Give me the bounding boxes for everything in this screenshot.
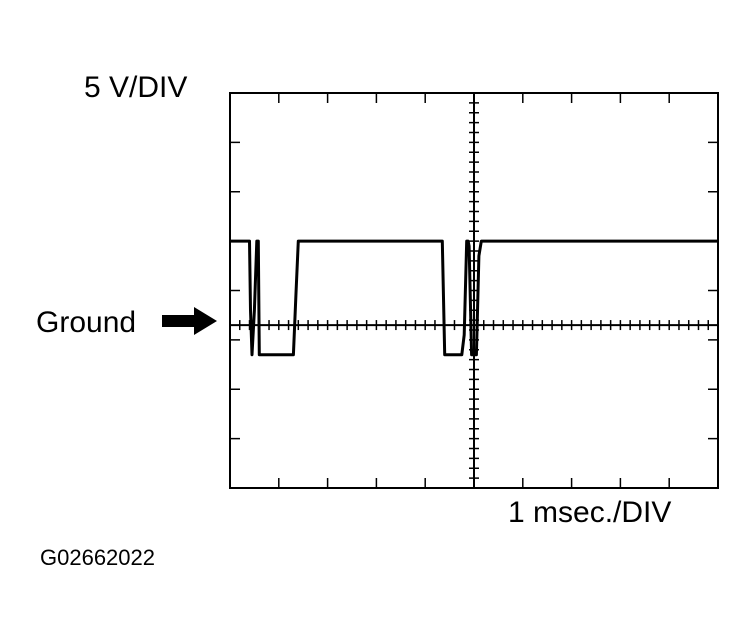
figure-code: G02662022 [40,545,155,570]
time-per-division-label: 1 msec./DIV [508,496,672,529]
ground-label: Ground [36,306,137,339]
ground-arrow-icon [162,307,217,335]
volts-per-division-label: 5 V/DIV [84,71,188,104]
scope-graticule [229,92,719,489]
signal-trace [230,239,718,357]
